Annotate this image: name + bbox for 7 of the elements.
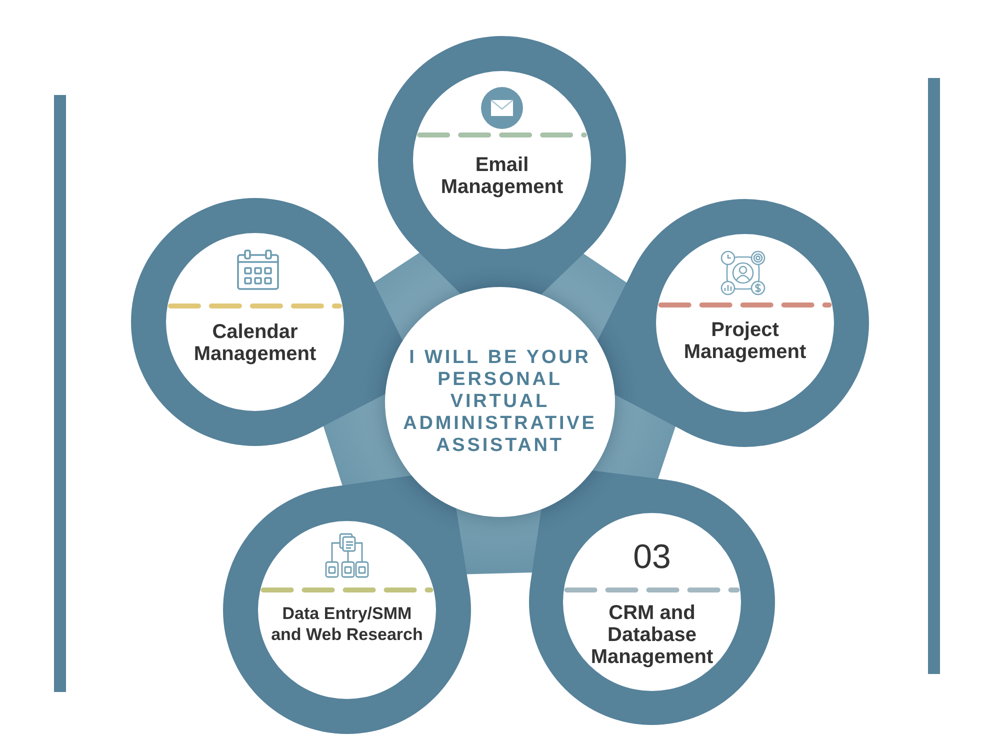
step-number: 03: [633, 540, 671, 574]
node-title: Email Management: [440, 154, 564, 198]
center-title: I WILL BE YOUR PERSONAL VIRTUAL ADMINISTRATIVE ASSISTANT: [402, 347, 598, 457]
node-title: Calendar Management: [192, 321, 318, 365]
node-title: CRM and Database Management: [590, 602, 714, 668]
node-title: Project Management: [682, 319, 808, 363]
node-title: Data Entry/SMM and Web Research: [270, 603, 424, 645]
